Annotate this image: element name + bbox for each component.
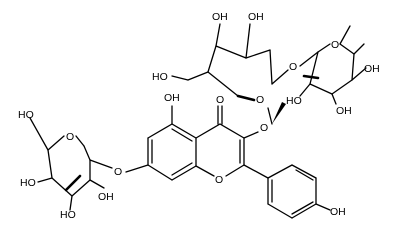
atom-label-ho-glc-6: HO (152, 71, 168, 83)
atom-label-oh-5: OH (164, 92, 180, 104)
atom-label-o-ring-c: O (215, 174, 223, 186)
atom-label-oh-glc-4: OH (212, 11, 228, 23)
atom-label-o-link-7: O (114, 166, 122, 178)
atom-label-oh-rha-4: OH (364, 63, 380, 75)
chemical-structure-diagram: OH O O O O OH OH OH HO O O O OH HO OH HO… (18, 11, 380, 221)
atom-label-ho-gal-3: HO (60, 209, 76, 221)
atom-label-ho-gal-6: HO (18, 109, 34, 121)
atom-label-o-link-2: O (289, 61, 297, 73)
atom-label-oh-4prime: OH (330, 206, 346, 218)
atom-label-oh-gal-2: OH (98, 191, 114, 203)
atom-label-o-gal-ring: O (66, 131, 74, 143)
atom-label-o-link-3: O (260, 122, 268, 134)
atom-label-oh-glc-3: OH (248, 11, 264, 23)
atom-label-o-rha-ring: O (331, 39, 339, 51)
bond-layer (29, 23, 367, 219)
atom-label-oh-rha-3: OH (336, 105, 352, 117)
atom-label-o-glc-ring: O (256, 94, 264, 106)
atom-label-o-carbonyl: O (216, 94, 224, 106)
stereo-bond-layer (64, 74, 320, 192)
atom-label-ho-rha-2: HO (286, 95, 302, 107)
atom-label-layer: OH O O O O OH OH OH HO O O O OH HO OH HO… (18, 11, 380, 221)
atom-label-ho-gal-4: HO (20, 177, 36, 189)
